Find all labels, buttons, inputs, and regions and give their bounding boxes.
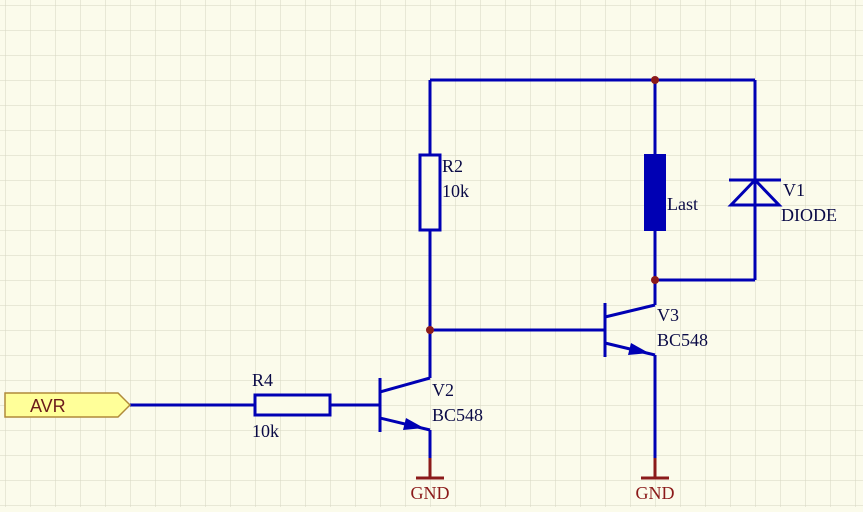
r2-value: 10k (442, 181, 469, 201)
v1-ref: V1 (783, 180, 805, 200)
v2-value: BC548 (432, 405, 483, 425)
diode-v1[interactable] (727, 177, 783, 207)
ground-right (641, 458, 669, 480)
v2-collector (379, 376, 431, 394)
v3-collector (604, 303, 656, 319)
v1-value: DIODE (781, 205, 837, 225)
load-last[interactable] (644, 154, 666, 231)
r4-ref: R4 (252, 370, 273, 390)
ground-right-label: GND (636, 483, 675, 503)
v2-ref: V2 (432, 380, 454, 400)
junction-top (651, 76, 659, 84)
v2-arrow (403, 418, 424, 430)
port-avr-label: AVR (30, 396, 66, 416)
ground-left-label: GND (411, 483, 450, 503)
resistor-r4[interactable] (253, 393, 332, 417)
v3-arrow (628, 343, 649, 355)
v3-ref: V3 (657, 305, 679, 325)
resistor-r2[interactable] (418, 153, 442, 232)
v3-value: BC548 (657, 330, 708, 350)
port-avr[interactable] (4, 392, 132, 418)
junctions (426, 76, 659, 334)
junction-load-diode (651, 276, 659, 284)
junction-v2-collector (426, 326, 434, 334)
load-label: Last (667, 194, 698, 214)
ground-left (416, 458, 444, 480)
r4-value: 10k (252, 421, 279, 441)
r2-ref: R2 (442, 156, 463, 176)
diode-triangle (727, 177, 783, 207)
